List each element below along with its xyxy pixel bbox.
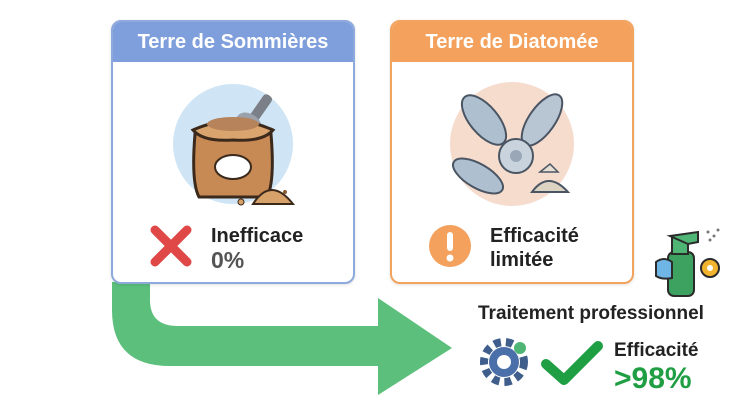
card-terre-de-sommieres: Terre de Sommières Inefficace 0%	[111, 20, 355, 284]
gear-icon	[480, 338, 528, 386]
professional-label: Efficacité	[614, 340, 699, 361]
status-label: Efficacité	[490, 225, 579, 247]
diatom-icon	[450, 82, 574, 206]
card-title: Terre de Diatomée	[392, 22, 632, 62]
status-value: limitée	[490, 249, 554, 271]
professional-title: Traitement professionnel	[478, 303, 704, 324]
card-terre-de-diatomee: Terre de Diatomée Efficacité limitée	[390, 20, 634, 284]
status-block: Efficacité limitée	[392, 220, 632, 280]
check-icon	[541, 341, 603, 385]
professional-value: >98%	[614, 362, 692, 395]
spray-bottle-icon	[655, 228, 720, 297]
cross-icon	[150, 225, 192, 267]
status-value: 0%	[211, 247, 245, 273]
status-label: Inefficace	[211, 225, 304, 247]
exclamation-icon	[429, 225, 471, 267]
status-text: Efficacité limitée	[490, 224, 579, 272]
status-block: Inefficace 0%	[113, 220, 353, 280]
sack-icon	[173, 84, 296, 206]
card-title: Terre de Sommières	[113, 22, 353, 62]
status-text: Inefficace 0%	[211, 224, 303, 272]
